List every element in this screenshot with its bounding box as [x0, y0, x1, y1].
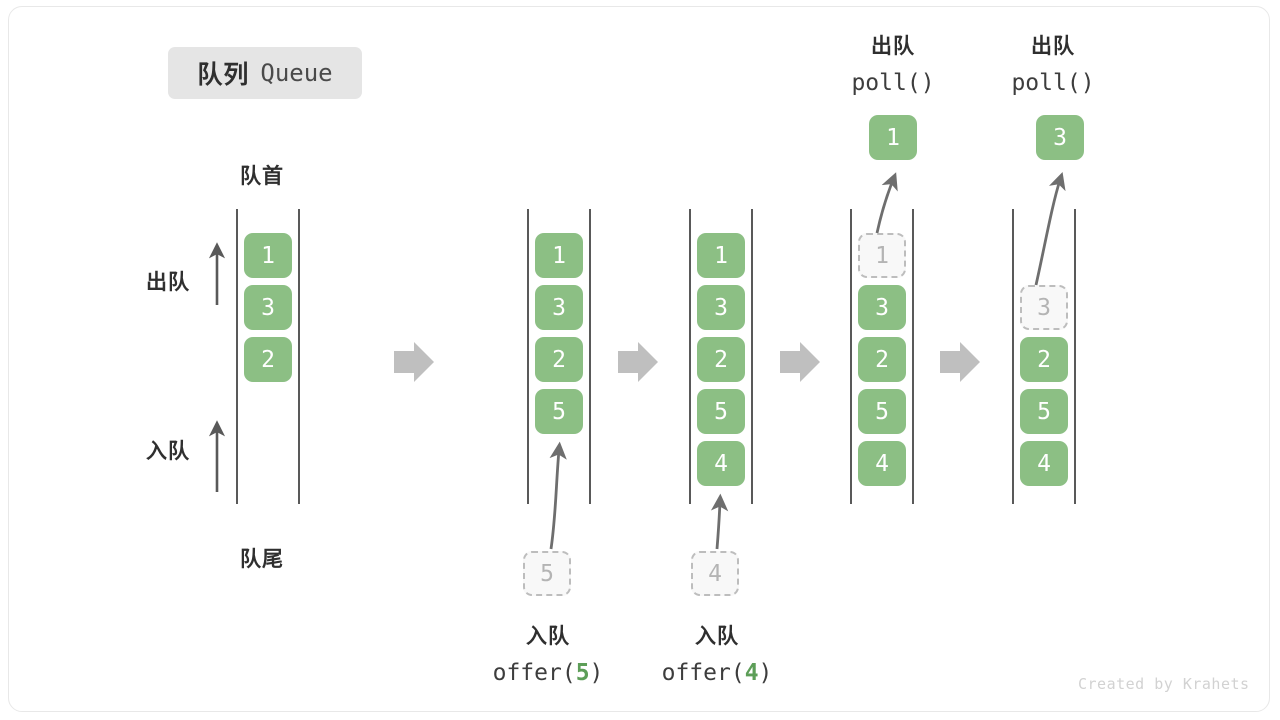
queue-cell: 1 [697, 233, 745, 278]
queue-cell: 2 [858, 337, 906, 382]
queue-cell: 4 [858, 441, 906, 486]
queue-rail-right-5 [1074, 209, 1076, 504]
op-label-offer-5-cn: 入队 [526, 625, 570, 648]
op-label-poll-3-cn: 出队 [1031, 35, 1075, 58]
queue-cell: 1 [535, 233, 583, 278]
queue-cell: 2 [697, 337, 745, 382]
op-label-poll-1: 出队 poll() [798, 29, 988, 101]
step-arrow-icon-1 [394, 342, 434, 382]
queue-cell: 1 [244, 233, 292, 278]
queue-rail-right-1 [298, 209, 300, 504]
ghost-cell-offer-5: 5 [523, 551, 571, 596]
queue-cell: 3 [858, 285, 906, 330]
queue-cell: 4 [697, 441, 745, 486]
op-label-poll-1-cn: 出队 [871, 35, 915, 58]
op-label-offer-5: 入队 offer(5) [443, 619, 653, 691]
queue-rail-left-5 [1012, 209, 1014, 504]
polled-result-3: 3 [1036, 115, 1084, 160]
queue-cell: 2 [244, 337, 292, 382]
queue-cell: 3 [535, 285, 583, 330]
op-label-offer-4: 入队 offer(4) [612, 619, 822, 691]
queue-cell: 5 [1020, 389, 1068, 434]
title-badge: 队列 Queue [168, 47, 362, 99]
queue-rail-left-3 [689, 209, 691, 504]
queue-cell: 3 [697, 285, 745, 330]
op-label-offer-4-cn: 入队 [695, 625, 739, 648]
step-arrow-icon-4 [940, 342, 980, 382]
queue-cell: 4 [1020, 441, 1068, 486]
step-arrow-icon-2 [618, 342, 658, 382]
polled-result-1: 1 [869, 115, 917, 160]
op-label-poll-3: 出队 poll() [958, 29, 1148, 101]
ghost-cell-polled-1: 1 [858, 233, 906, 278]
queue-rail-right-3 [751, 209, 753, 504]
queue-cell: 2 [1020, 337, 1068, 382]
title-cn: 队列 [197, 61, 250, 89]
poll-1-arrow-icon [875, 172, 898, 234]
queue-cell: 5 [535, 389, 583, 434]
queue-rail-left-1 [236, 209, 238, 504]
offer-5-arrow-icon [549, 441, 567, 550]
op-label-poll-3-code: poll() [1011, 70, 1095, 96]
queue-cell: 5 [697, 389, 745, 434]
op-label-offer-4-code: offer(4) [661, 660, 773, 686]
queue-rail-right-2 [589, 209, 591, 504]
queue-rail-left-2 [527, 209, 529, 504]
op-label-poll-1-code: poll() [851, 70, 935, 96]
label-queue-rear: 队尾 [240, 548, 284, 571]
queue-cell: 5 [858, 389, 906, 434]
step-arrow-icon-3 [780, 342, 820, 382]
title-en: Queue [260, 59, 333, 87]
label-dequeue-side: 出队 [146, 271, 190, 294]
queue-rail-right-4 [912, 209, 914, 504]
label-queue-front: 队首 [240, 165, 284, 188]
ghost-cell-offer-4: 4 [691, 551, 739, 596]
ghost-cell-polled-3: 3 [1020, 285, 1068, 330]
offer-4-arrow-icon [710, 493, 729, 550]
op-label-offer-5-code: offer(5) [492, 660, 604, 686]
credit-text: Created by Krahets [1078, 675, 1250, 693]
queue-cell: 2 [535, 337, 583, 382]
queue-rail-left-4 [850, 209, 852, 504]
queue-cell: 3 [244, 285, 292, 330]
poll-3-arrow-icon [1034, 171, 1066, 286]
label-enqueue-side: 入队 [146, 440, 190, 463]
